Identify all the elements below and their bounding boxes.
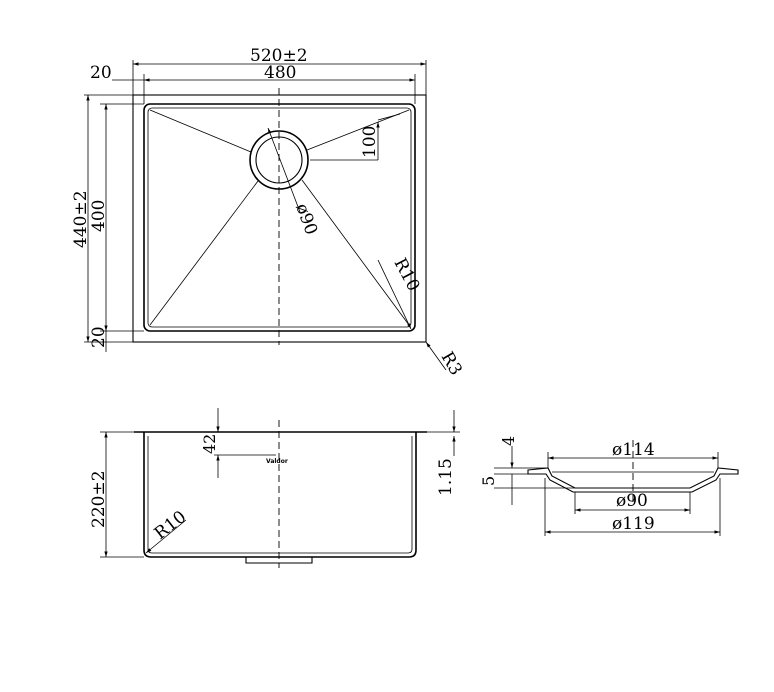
drain-detail: ø114 ø90 ø119 4 5 bbox=[479, 436, 739, 536]
label-step-height: 5 bbox=[479, 476, 498, 486]
front-logo-text: Valdor bbox=[266, 458, 288, 465]
leader-outer-radius bbox=[425, 341, 447, 371]
sink-inner-bowl bbox=[143, 103, 416, 332]
leader-inner-radius bbox=[377, 259, 412, 330]
label-thickness: 1.15 bbox=[436, 458, 456, 496]
sink-inner-bowl-edge bbox=[147, 107, 412, 328]
drain-profile bbox=[527, 467, 739, 493]
label-height: 220±2 bbox=[89, 470, 109, 528]
label-side-margin: 20 bbox=[90, 63, 112, 83]
label-top-diameter: ø114 bbox=[612, 440, 655, 460]
label-bottom-radius: R10 bbox=[151, 507, 190, 544]
top-view: 520±2 480 20 440±2 400 20 100 ø90 R10 R3 bbox=[71, 46, 466, 379]
label-overall-width: 520±2 bbox=[250, 46, 308, 66]
label-flange-offset: 42 bbox=[200, 434, 219, 454]
label-inner-radius: R10 bbox=[390, 255, 424, 295]
label-inner-depth: 400 bbox=[89, 200, 109, 232]
sink-outer-rim bbox=[132, 94, 427, 343]
slope-line-top-left bbox=[149, 109, 252, 153]
front-view: Valdor 220±2 42 1.15 R10 bbox=[89, 408, 460, 568]
label-outer-radius: R3 bbox=[437, 349, 466, 379]
label-bottom-diameter: ø90 bbox=[616, 491, 648, 511]
slope-line-top-right bbox=[306, 109, 410, 151]
label-outer-diameter: ø119 bbox=[612, 514, 655, 534]
label-overall-depth: 440±2 bbox=[71, 190, 91, 248]
leader-drain-diameter bbox=[267, 127, 301, 213]
slope-line-bottom-left bbox=[149, 180, 259, 326]
leader-bottom-radius bbox=[145, 519, 187, 554]
label-bottom-margin: 20 bbox=[89, 326, 109, 348]
label-flange-thickness: 4 bbox=[499, 436, 518, 446]
label-drain-offset: 100 bbox=[360, 126, 380, 158]
label-inner-width: 480 bbox=[264, 63, 296, 83]
slope-line-bottom-right bbox=[301, 179, 410, 326]
label-drain-diameter: ø90 bbox=[291, 201, 321, 238]
front-bowl-profile bbox=[143, 432, 417, 558]
